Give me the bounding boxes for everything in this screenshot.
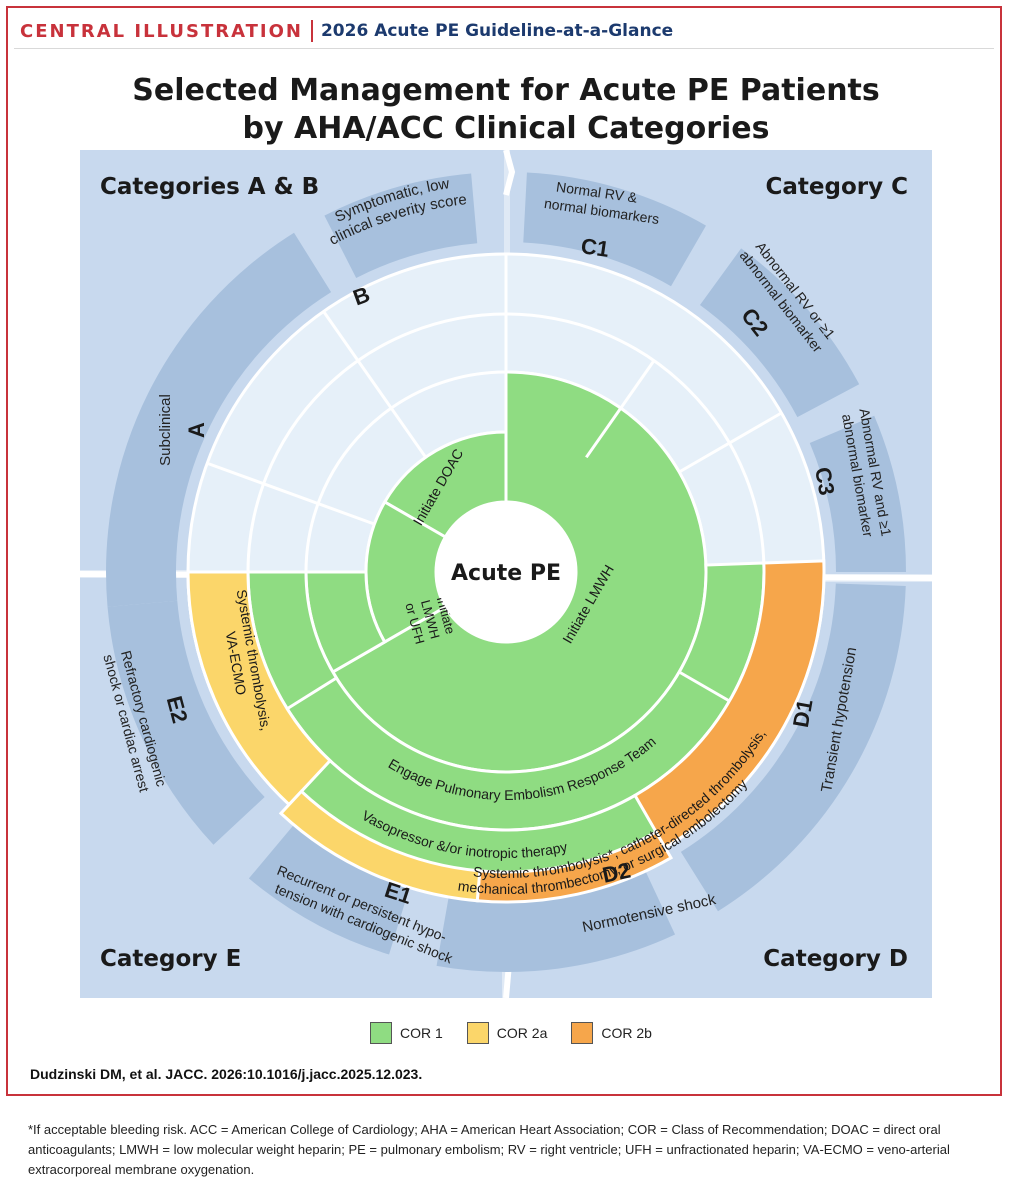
legend-label-cor2b: COR 2b [601, 1025, 652, 1041]
subcategory-c3: Abnormal RV and ≥1 abnormal biomarker C3 [810, 407, 895, 538]
legend-swatch-cor2b [571, 1022, 594, 1044]
category-e-label: Category E [100, 946, 241, 972]
ring-divider-3 [322, 310, 427, 459]
legend-label-cor1: COR 1 [400, 1025, 443, 1041]
legend-item-cor1: COR 1 [370, 1022, 443, 1044]
subcategory-c3-code: C3 [810, 465, 840, 497]
legend-swatch-cor2a [466, 1022, 489, 1044]
separator-top [503, 149, 516, 196]
tab-c3 [809, 415, 906, 572]
ring-divider-2 [585, 359, 656, 459]
ring-dividers [206, 254, 783, 703]
center-circle [436, 502, 576, 642]
ring-divider-5 [678, 670, 731, 703]
subcategory-tabs [106, 172, 906, 972]
subcategory-a: Subclinical A [157, 394, 209, 466]
pe-management-diagram: Selected Management for Acute PE Patient… [79, 73, 933, 999]
header-divider [310, 20, 313, 42]
subcategory-c1-code: C1 [579, 233, 610, 262]
tab-c2 [699, 248, 860, 418]
diagram-title-line2: by AHA/ACC Clinical Categories [243, 111, 770, 146]
tab-c1 [523, 172, 706, 287]
sector-systemic-ecmo [186, 570, 333, 807]
category-ab-label: Categories A & B [100, 174, 319, 200]
legend-item-cor2a: COR 2a [466, 1022, 548, 1044]
tab-e1 [248, 824, 410, 955]
diagram-title-line1: Selected Management for Acute PE Patient… [132, 73, 880, 108]
tab-d2 [436, 871, 676, 972]
header-tag: CENTRAL ILLUSTRATION [20, 20, 303, 42]
tab-b [324, 173, 478, 278]
tab-d1 [680, 583, 906, 912]
header-title: 2026 Acute PE Guideline-at-a-Glance [320, 21, 674, 41]
category-c-label: Category C [766, 174, 908, 200]
ring-divider-4 [206, 461, 375, 526]
center-label: Acute PE [451, 561, 561, 586]
tab-e2 [107, 600, 265, 845]
illustration-header: CENTRAL ILLUSTRATION 2026 Acute PE Guide… [14, 14, 994, 49]
legend-item-cor2b: COR 2b [571, 1022, 652, 1044]
ring-divider-1 [678, 411, 783, 474]
tab-a [106, 232, 332, 607]
subcategory-d2-code: D2 [600, 858, 633, 888]
footnote: *If acceptable bleeding risk. ACC = Amer… [28, 1122, 950, 1177]
sector-outer-e1 [278, 789, 482, 903]
legend-label-cor2a: COR 2a [496, 1025, 548, 1041]
category-d-label: Category D [763, 946, 908, 972]
legend-swatch-cor1 [370, 1022, 392, 1044]
subcategory-d1-code: D1 [788, 697, 818, 729]
subcategory-a-code: A [184, 422, 209, 438]
legend: COR 1 COR 2a COR 2b [370, 1022, 652, 1044]
subcategory-a-desc: Subclinical [157, 394, 174, 466]
citation: Dudzinski DM, et al. JACC. 2026:10.1016/… [30, 1066, 423, 1082]
